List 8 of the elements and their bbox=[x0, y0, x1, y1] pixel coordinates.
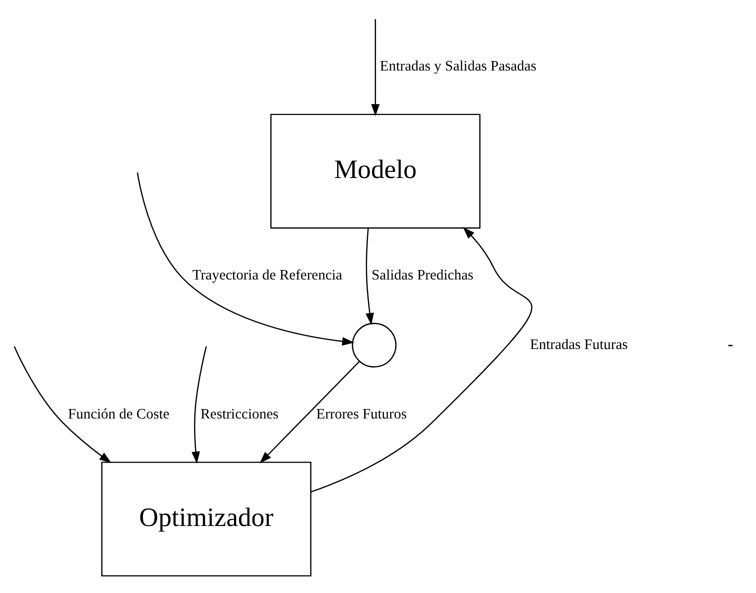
edge-label: Función de Coste bbox=[68, 406, 169, 422]
edge-label: Salidas Predichas bbox=[371, 266, 473, 283]
edge-label: Entradas y Salidas Pasadas bbox=[379, 58, 536, 74]
edge-label: Trayectoria de Referencia bbox=[192, 266, 342, 283]
label: - bbox=[727, 334, 733, 354]
edge-label: Errores Futuros bbox=[316, 406, 406, 422]
edge-label: Restricciones bbox=[200, 406, 278, 422]
edge-label: Entradas Futuras bbox=[530, 336, 628, 352]
